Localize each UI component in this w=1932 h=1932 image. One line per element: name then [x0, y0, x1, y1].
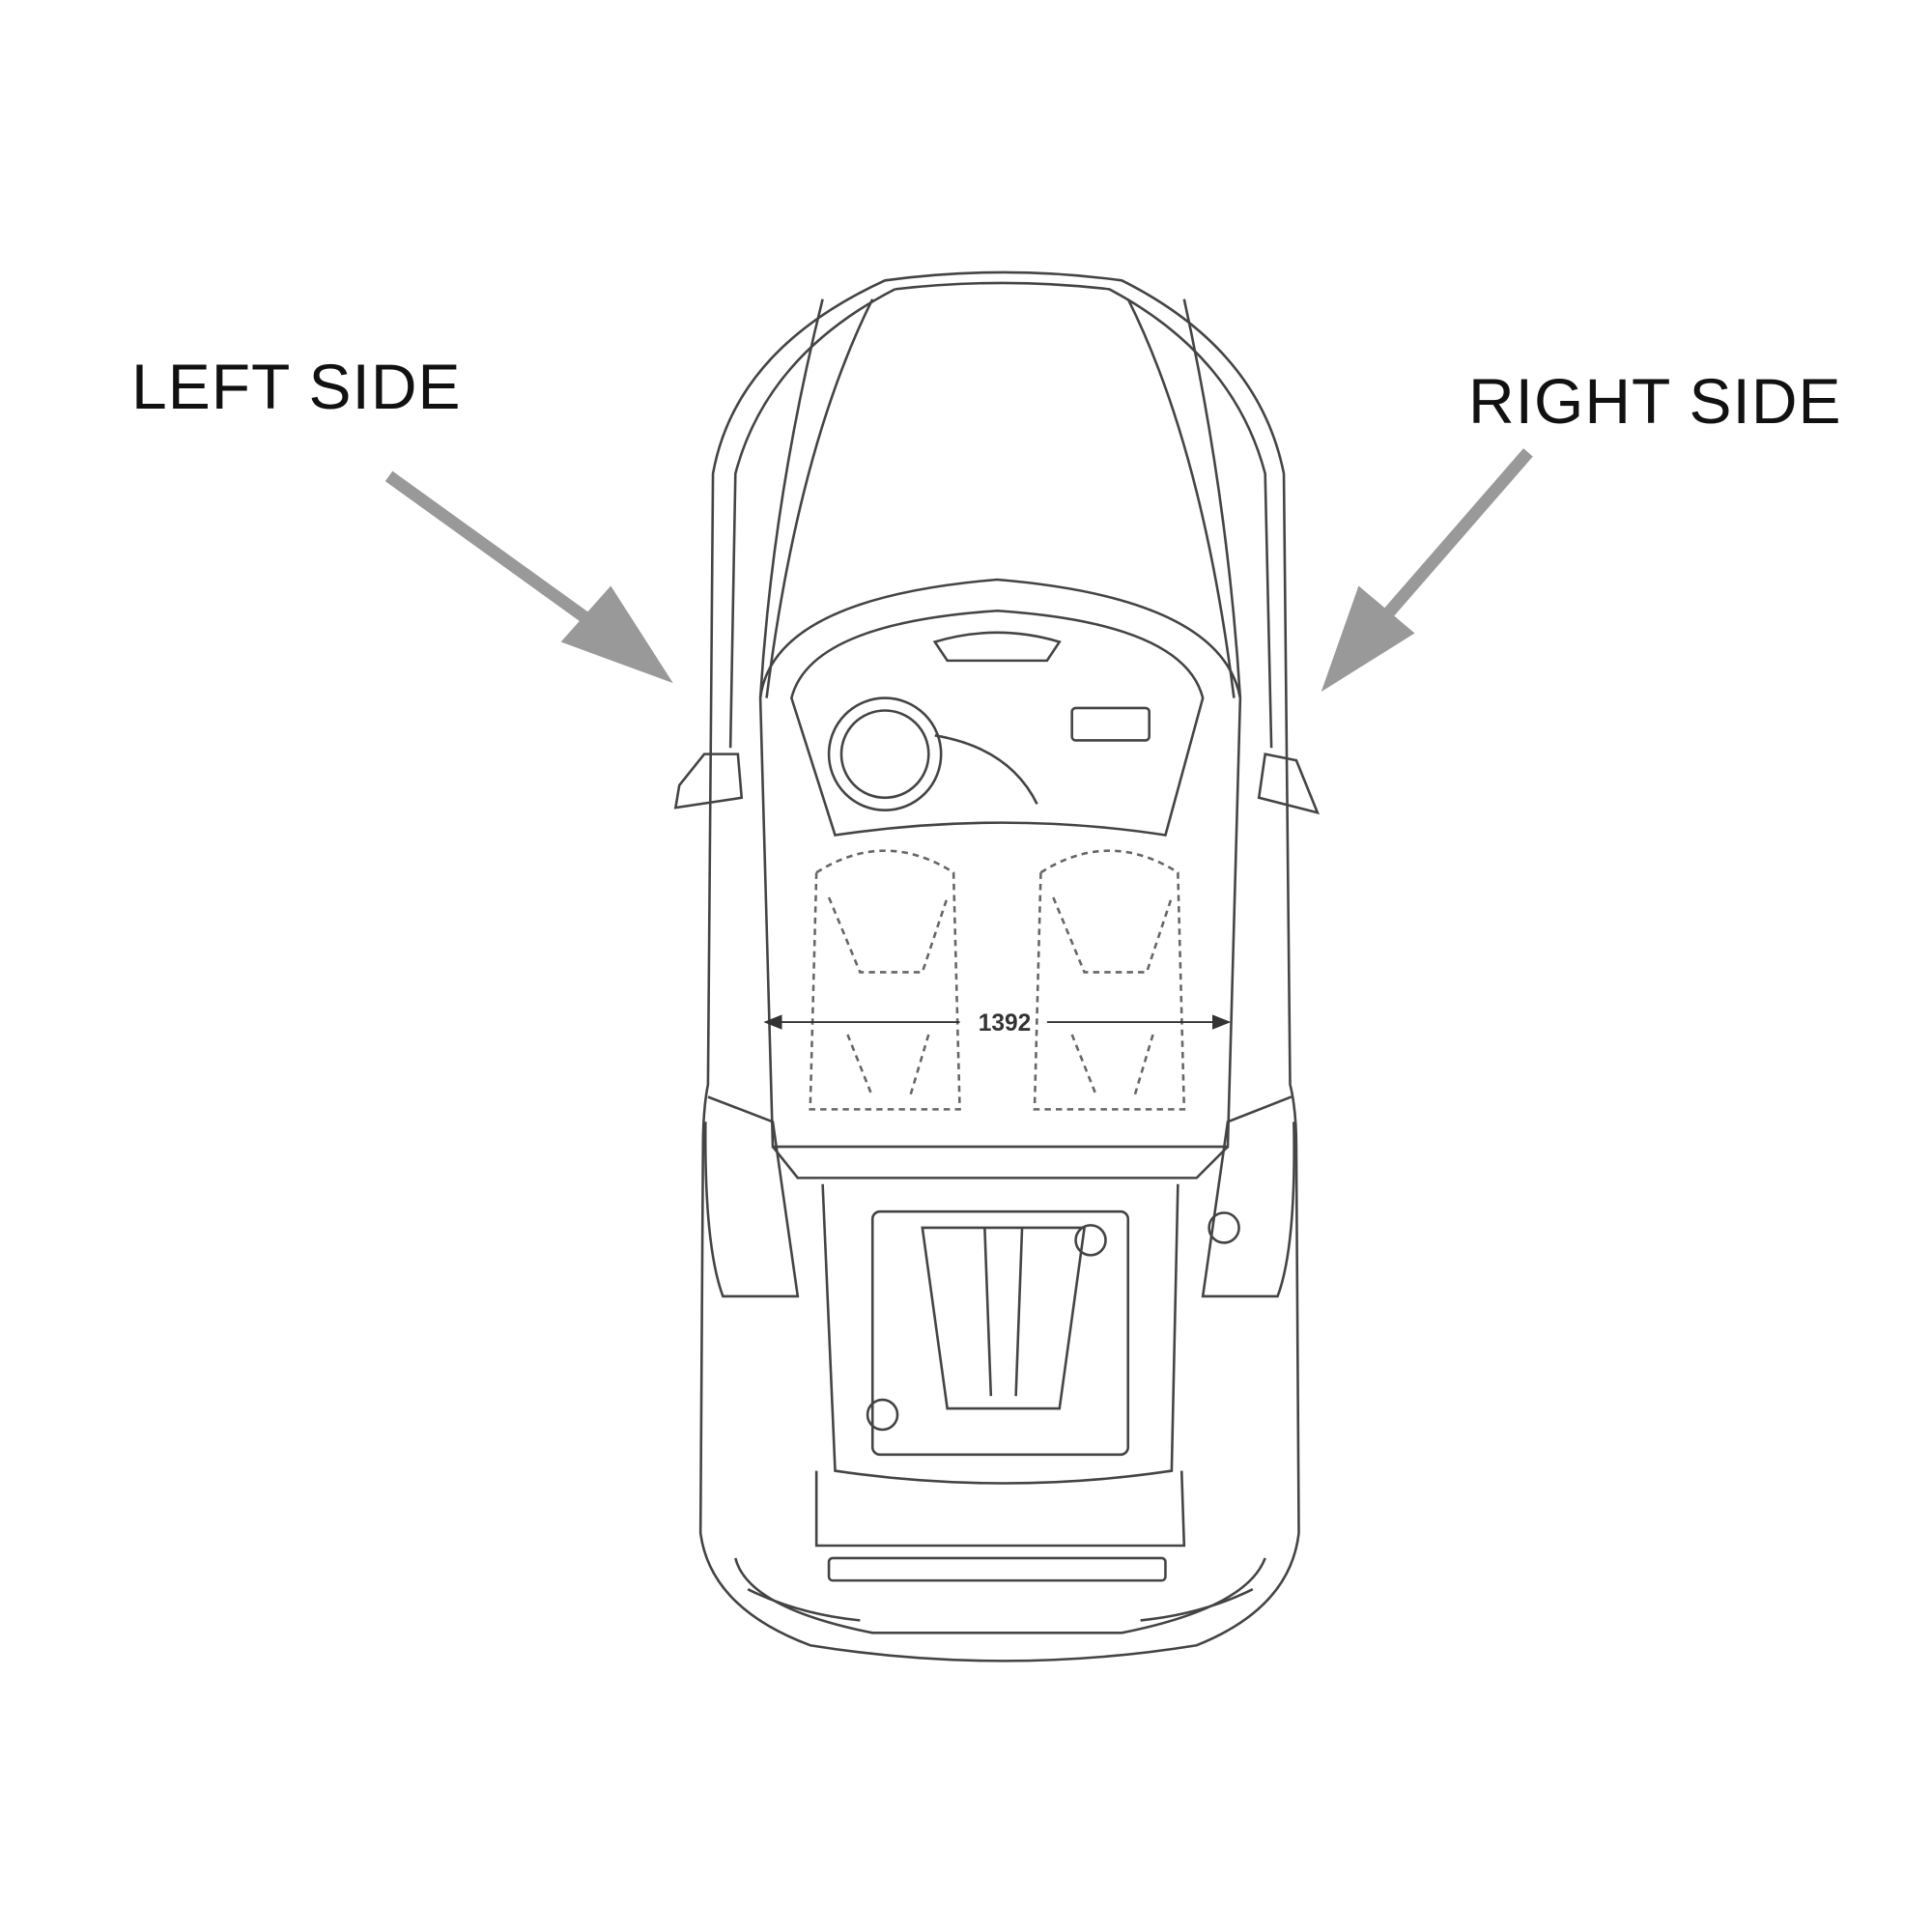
- left-side-label: LEFT SIDE: [131, 351, 462, 422]
- seats: [809, 849, 1186, 1111]
- left-side-arrow: [384, 470, 673, 684]
- width-dimension: 1392: [763, 1010, 1232, 1037]
- dimension-value: 1392: [979, 1010, 1032, 1037]
- car-outline: [673, 270, 1321, 1662]
- right-side-arrow: [1321, 448, 1533, 693]
- right-side-label: RIGHT SIDE: [1468, 365, 1842, 437]
